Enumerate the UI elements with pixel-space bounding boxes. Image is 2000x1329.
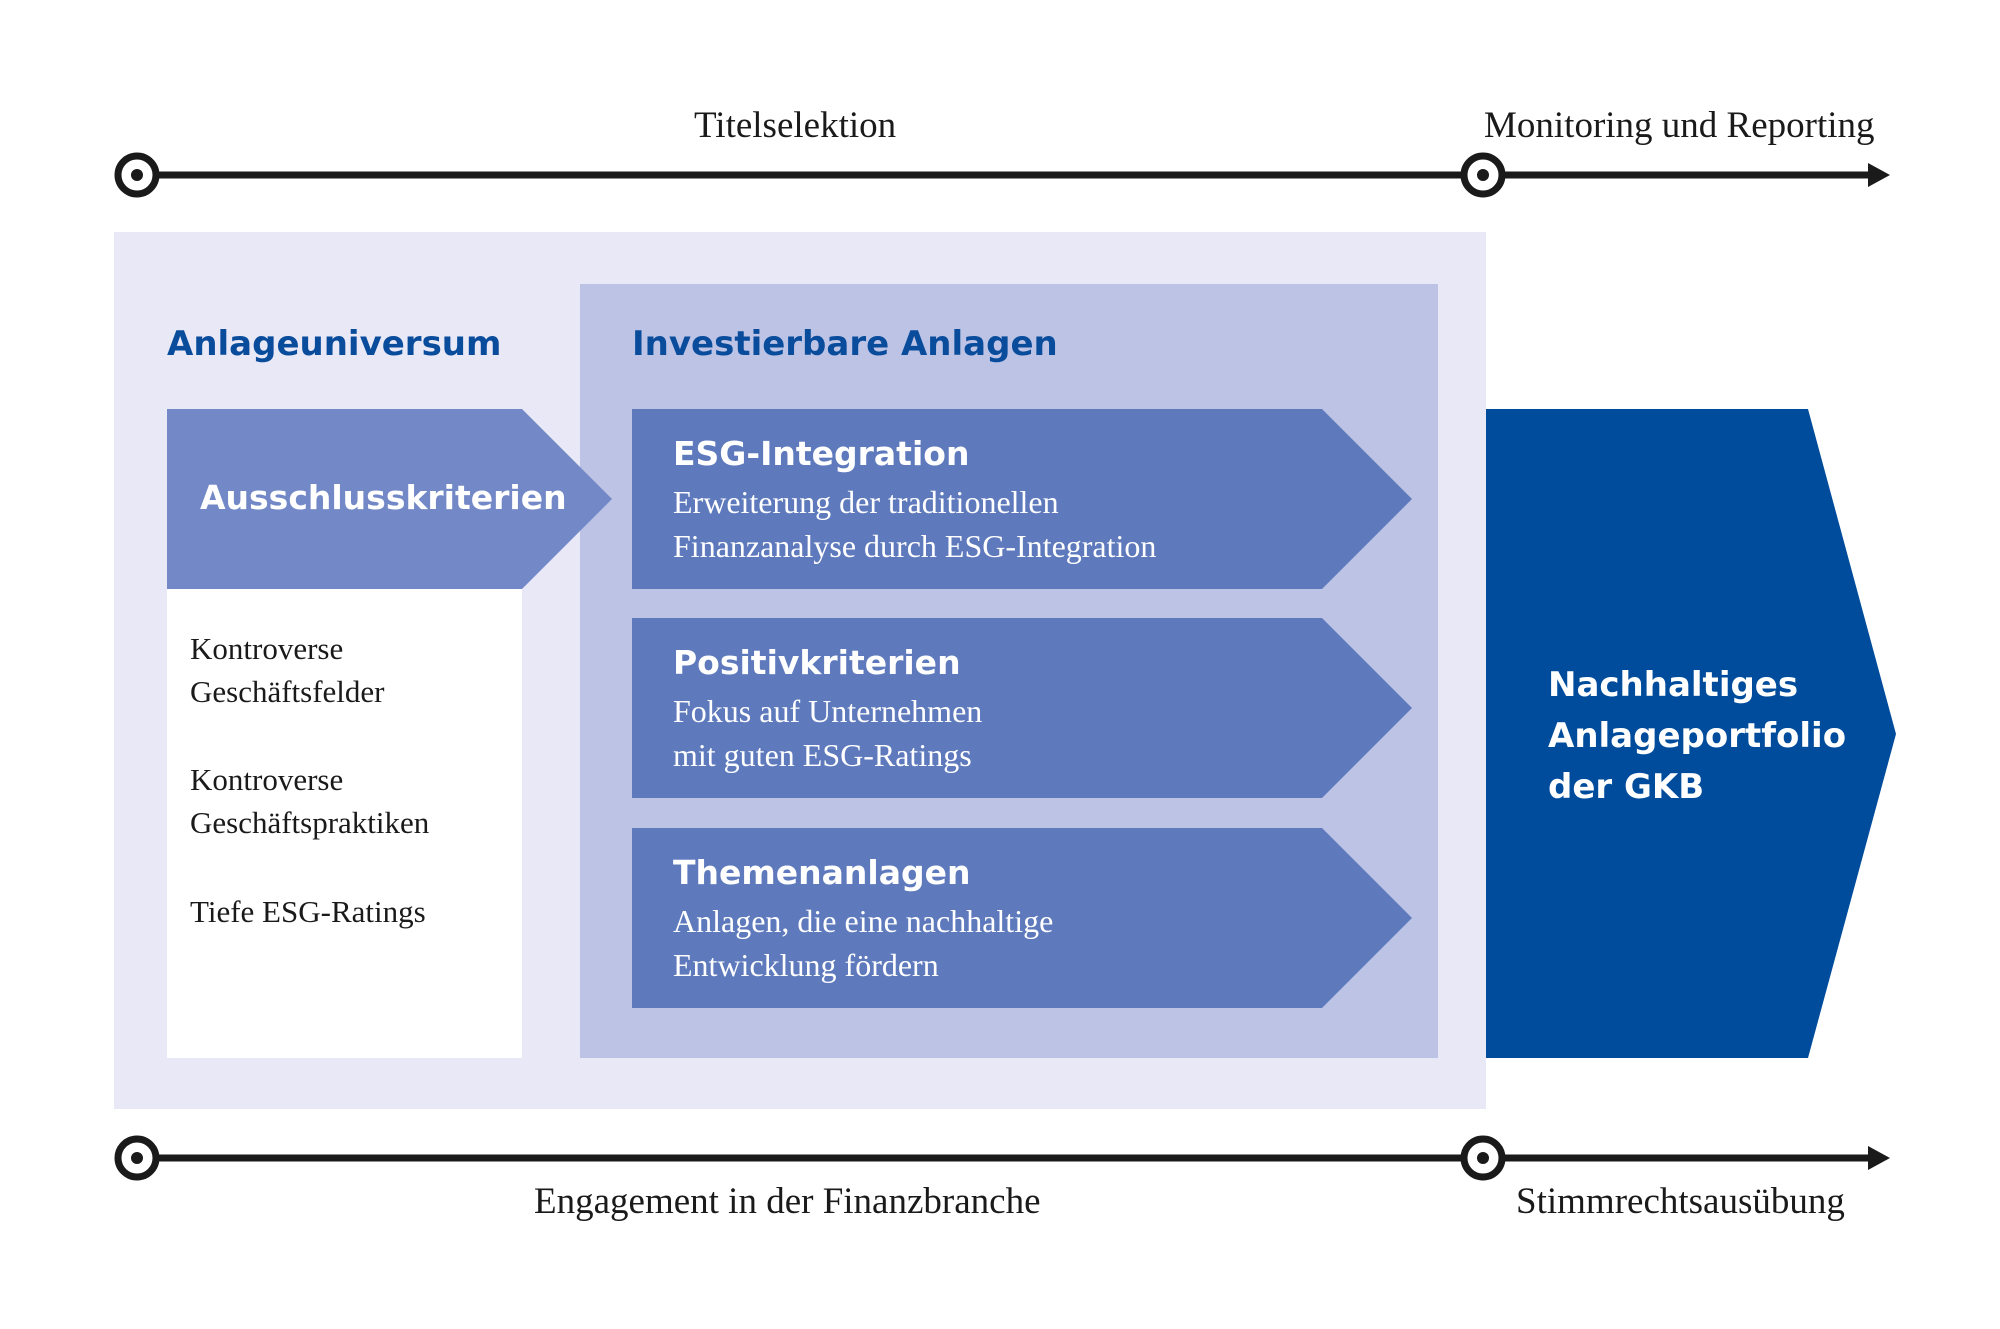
criteria-item: Kontroverse Geschäftsfelder [190, 631, 385, 709]
timeline-top-label-right: Monitoring und Reporting [1484, 105, 1875, 146]
thematic-investments-desc-line1: Anlagen, die eine nachhaltige [673, 903, 1054, 939]
exclusion-arrow [167, 409, 612, 589]
positive-criteria-title: Positivkriterien [673, 643, 961, 682]
result-arrow [1486, 409, 1896, 1058]
timeline-bottom-label-right: Stimmrechtsausübung [1516, 1181, 1845, 1222]
exclusion-title: Ausschlusskriterien [200, 478, 567, 517]
investable-heading: Investierbare Anlagen [632, 324, 1058, 364]
positive-criteria-arrow [632, 618, 1412, 798]
timeline-top-marker-start [114, 152, 160, 198]
timeline-bottom-marker-start [114, 1135, 160, 1181]
thematic-investments-arrow [632, 828, 1412, 1008]
timeline-bottom-label-left: Engagement in der Finanzbranche [534, 1181, 1041, 1222]
positive-criteria-desc-line2: mit guten ESG-Ratings [673, 737, 972, 773]
esg-integration-desc-line1: Erweiterung der traditionellen [673, 484, 1059, 520]
thematic-investments-desc-line2: Entwicklung fördern [673, 947, 939, 983]
timeline-top-label-left: Titelselektion [694, 105, 897, 146]
result-line1: Nachhaltiges [1548, 665, 1799, 705]
timeline-bottom-arrowhead [1868, 1146, 1890, 1170]
criteria-item: Kontroverse Geschäftspraktiken [190, 762, 430, 840]
universe-heading: Anlageuniversum [167, 324, 502, 364]
timeline-top-arrowhead [1868, 163, 1890, 187]
timeline-top-marker-mid [1460, 152, 1506, 198]
timeline-bottom [114, 1135, 1890, 1181]
result-line3: der GKB [1548, 767, 1705, 807]
criteria-item: Tiefe ESG-Ratings [190, 894, 426, 929]
esg-integration-arrow [632, 409, 1412, 589]
positive-criteria-desc-line1: Fokus auf Unternehmen [673, 693, 983, 729]
result-line2: Anlageportfolio [1548, 716, 1847, 756]
thematic-investments-title: Themenanlagen [673, 853, 971, 892]
esg-integration-desc-line2: Finanzanalyse durch ESG-Integration [673, 528, 1157, 564]
esg-integration-title: ESG-Integration [673, 434, 970, 473]
timeline-top [114, 152, 1890, 198]
timeline-bottom-marker-mid [1460, 1135, 1506, 1181]
criteria-list-box [167, 588, 522, 1058]
